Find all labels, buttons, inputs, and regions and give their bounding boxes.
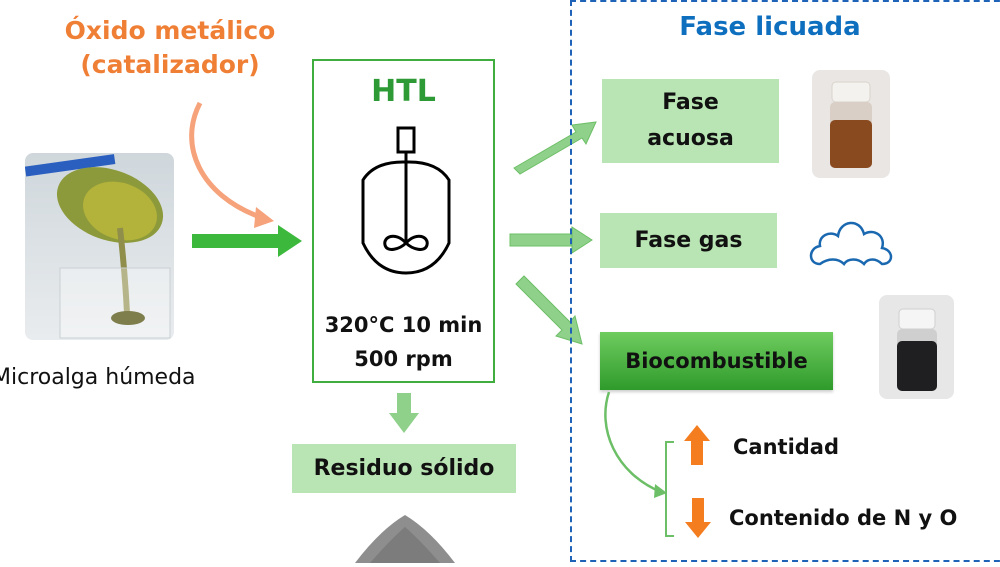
cloud-icon [809, 221, 893, 266]
aqueous-phase-box: Fase acuosa [602, 79, 779, 163]
liquefied-phase-title: Fase licuada [679, 12, 861, 42]
gas-phase-label: Fase gas [634, 228, 743, 253]
htl-to-biofuel-arrow [515, 275, 583, 345]
catalyst-line-2: (catalizador) [80, 50, 260, 79]
microalgae-pouring-image [25, 153, 174, 340]
microalgae-caption: Microalga húmeda [0, 365, 196, 390]
htl-conditions-speed: 500 rpm [354, 347, 453, 371]
aqueous-phase-line-2: acuosa [647, 126, 734, 151]
biofuel-vial-photo [879, 295, 954, 399]
htl-to-aqueous-arrow [513, 121, 597, 175]
stirred-reactor-icon [361, 126, 451, 275]
solid-residue-box: Residuo sólido [292, 444, 516, 493]
htl-title: HTL [371, 74, 436, 109]
htl-reactor-box [312, 59, 495, 383]
biofuel-effect-curve-arrow [604, 391, 667, 498]
arrow-down-icon [685, 498, 711, 538]
effect-n-o-content: Contenido de N y O [729, 506, 958, 530]
biofuel-label: Biocombustible [625, 349, 808, 373]
htl-conditions: 320°C 10 min 500 rpm [312, 308, 495, 376]
catalyst-label: Óxido metálico (catalizador) [40, 14, 300, 82]
htl-to-solid-arrow [389, 393, 419, 433]
biofuel-box: Biocombustible [600, 332, 833, 390]
arrow-up-icon [684, 425, 710, 465]
biofuel-vial-image [879, 295, 954, 399]
effects-bracket [665, 441, 674, 537]
catalyst-curved-arrow [189, 101, 274, 228]
htl-to-gas-arrow [509, 226, 593, 254]
aqueous-phase-line-1: Fase [662, 90, 719, 115]
solid-residue-pile-image [355, 515, 455, 563]
catalyst-line-1: Óxido metálico [64, 16, 276, 45]
htl-conditions-temp-time: 320°C 10 min [324, 313, 483, 337]
gas-phase-box: Fase gas [600, 213, 777, 268]
liquefied-phase-panel [570, 0, 1000, 562]
microalgae-photo [25, 153, 174, 340]
solid-residue-label: Residuo sólido [313, 456, 495, 481]
aqueous-vial-image [812, 70, 890, 178]
aqueous-phase-vial-photo [812, 70, 890, 178]
feed-to-htl-arrow [192, 225, 302, 257]
effect-quantity: Cantidad [733, 435, 840, 459]
